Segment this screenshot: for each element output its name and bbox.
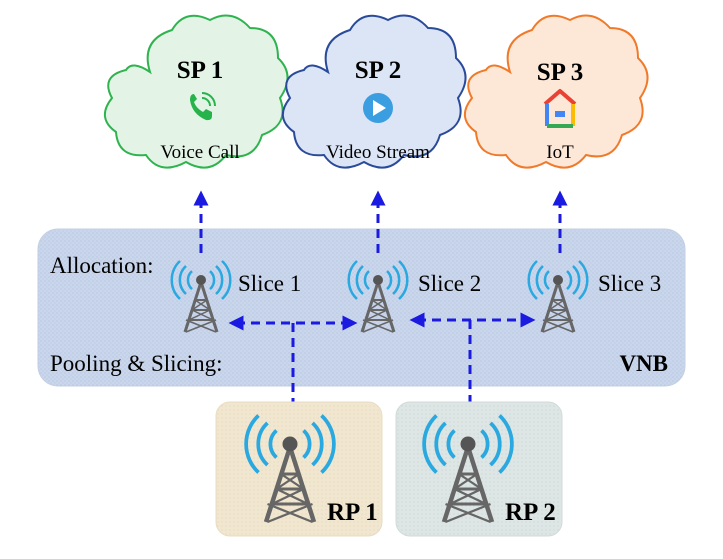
sp3-title: SP 3 — [537, 59, 584, 86]
pooling-slicing-label: Pooling & Slicing: — [50, 351, 223, 376]
rp1-box: RP 1 — [215, 401, 383, 537]
slice1-label: Slice 1 — [238, 271, 301, 296]
sp3-cloud: SP 3 IoT — [464, 14, 649, 169]
sp2-cloud: SP 2 Video Stream — [282, 14, 467, 169]
phone-icon — [190, 92, 216, 121]
slice3-label: Slice 3 — [598, 271, 661, 296]
google-home-icon — [543, 89, 577, 128]
vnb-panel: Allocation: Pooling & Slicing: VNB Slice… — [37, 228, 686, 387]
rp2-box: RP 2 — [395, 401, 563, 537]
sp1-title: SP 1 — [177, 57, 224, 84]
sp2-service: Video Stream — [326, 142, 430, 163]
play-icon — [363, 93, 393, 123]
sp2-title: SP 2 — [355, 57, 402, 84]
allocation-label: Allocation: — [50, 253, 153, 278]
rp2-label: RP 2 — [505, 499, 556, 526]
slice2-label: Slice 2 — [418, 271, 481, 296]
sp1-service: Voice Call — [160, 142, 239, 163]
rp1-label: RP 1 — [327, 499, 378, 526]
vnb-label: VNB — [619, 351, 668, 376]
sp3-service: IoT — [546, 142, 574, 163]
sp1-cloud: SP 1 Voice Call — [104, 14, 289, 169]
connection-arrows — [193, 190, 568, 402]
